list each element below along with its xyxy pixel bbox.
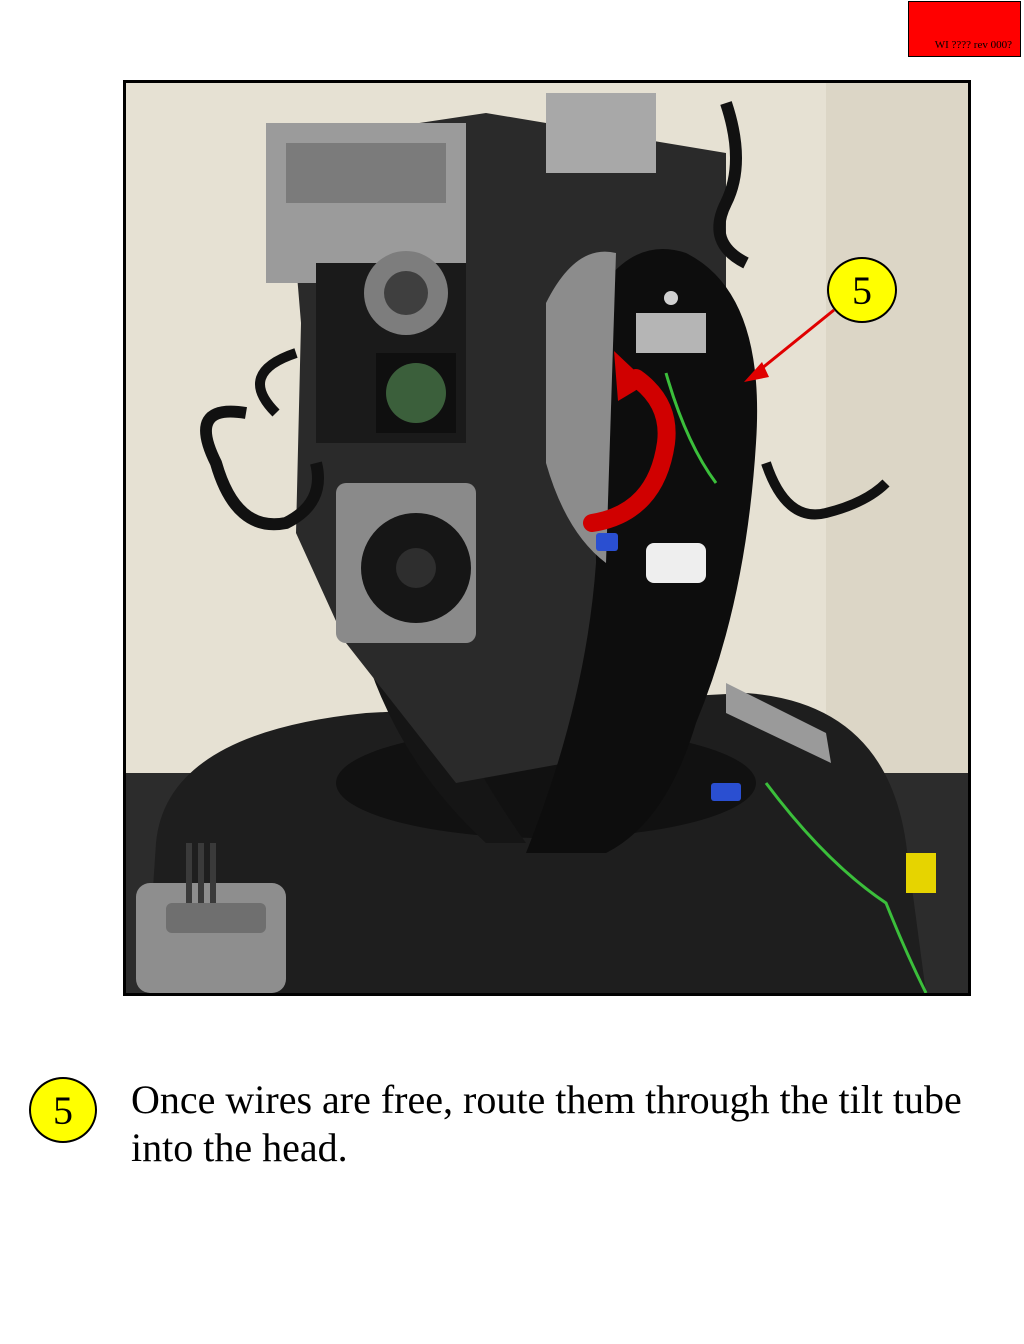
photo-callout-badge: 5 [827,257,897,323]
fixture-head-photo-illustration [126,83,968,993]
step-number-badge: 5 [29,1077,97,1143]
step-instruction: Once wires are free, route them through … [131,1077,962,1170]
revision-tag: WI ???? rev 000? [908,1,1021,57]
revision-tag-text: WI ???? rev 000? [934,39,1012,51]
fixture-photo [123,80,971,996]
